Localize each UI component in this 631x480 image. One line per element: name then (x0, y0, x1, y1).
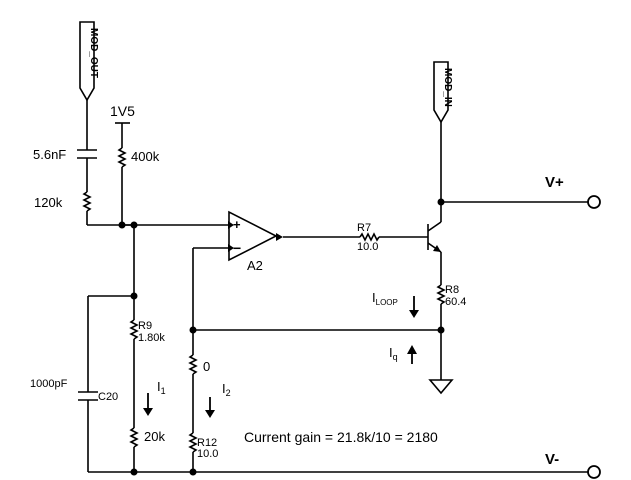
capacitor-c20 (78, 391, 98, 401)
resistor-r9-value: 1.80k (138, 332, 165, 344)
opamp-plus-sign: + (233, 217, 241, 232)
v-plus-label: V+ (545, 174, 564, 191)
resistor-zero-ohm (188, 354, 198, 375)
resistor-r12-name: R12 (197, 437, 217, 449)
mod-in-label: MOD_IN (442, 68, 453, 107)
resistor-20k (129, 427, 139, 448)
resistor-r7 (359, 232, 380, 242)
capacitor-c20-value: 1000pF (30, 378, 68, 390)
i-loop-label: ILOOP (372, 290, 398, 307)
i2-label: I2 (222, 381, 231, 398)
resistor-20k-label: 20k (144, 429, 165, 444)
bias-rail-label: 1V5 (110, 103, 135, 119)
resistor-120k (82, 191, 92, 212)
capacitor-5-6nf-label: 5.6nF (33, 147, 66, 162)
junction-node (189, 468, 197, 476)
i-q-arrow (407, 345, 417, 364)
junction-node (130, 468, 138, 476)
i-q-label: Iq (389, 345, 398, 362)
opamp-label: A2 (247, 258, 263, 273)
resistor-r12-value: 10.0 (197, 448, 218, 460)
junction-node (189, 326, 197, 334)
resistor-r7-name: R7 (357, 222, 371, 234)
minus-input-arrow (228, 244, 234, 252)
resistor-zero-ohm-label: 0 (203, 359, 210, 374)
v-minus-terminal (587, 465, 601, 479)
npn-transistor (427, 202, 442, 253)
resistor-r8 (436, 284, 446, 305)
junction-node (118, 221, 126, 229)
i1-label: I1 (157, 379, 166, 396)
resistor-r12 (188, 432, 198, 453)
current-gain-annotation: Current gain = 21.8k/10 = 2180 (244, 429, 438, 445)
resistor-r8-value: 60.4 (445, 296, 466, 308)
i2-arrow (205, 397, 215, 418)
mod-out-label: MOD_OUT (88, 28, 99, 78)
opamp-output-arrow (276, 233, 283, 241)
mod-out-connector: MOD_OUT (79, 21, 99, 102)
resistor-400k (117, 147, 127, 168)
resistor-r9-name: R9 (138, 320, 152, 332)
v-minus-label: V- (545, 451, 559, 468)
resistor-r7-value: 10.0 (357, 241, 378, 253)
capacitor-c20-name: C20 (98, 391, 118, 403)
resistor-r9 (129, 319, 139, 340)
resistor-400k-label: 400k (131, 149, 160, 164)
capacitor-5-6nf (77, 149, 97, 159)
i-loop-arrow (409, 296, 419, 318)
opamp-a2: + − (228, 210, 278, 262)
resistor-r8-name: R8 (445, 284, 459, 296)
ground-symbol (428, 379, 454, 395)
resistor-120k-label: 120k (34, 195, 63, 210)
opamp-minus-sign: − (233, 240, 241, 256)
v-plus-terminal (587, 195, 601, 209)
i1-arrow (143, 393, 153, 416)
mod-in-connector: MOD_IN (433, 61, 453, 124)
